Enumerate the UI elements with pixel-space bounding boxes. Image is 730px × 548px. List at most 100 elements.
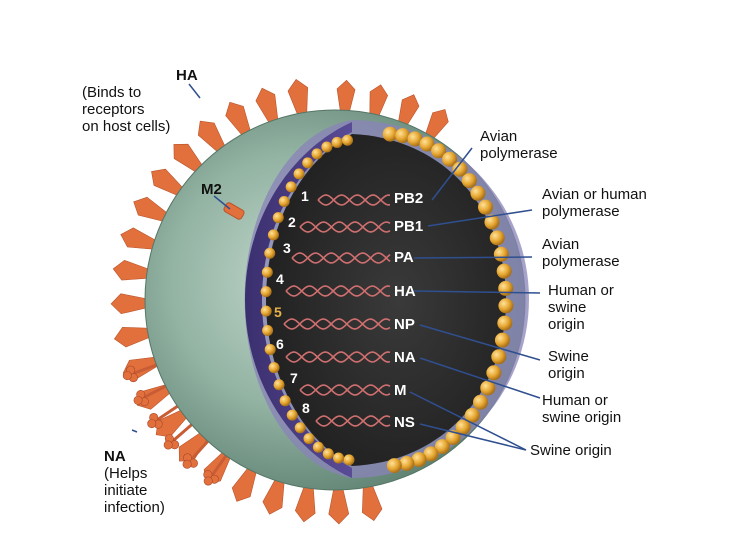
matrix-bead bbox=[260, 286, 272, 298]
matrix-bead bbox=[264, 247, 276, 259]
matrix-bead bbox=[491, 349, 507, 365]
matrix-bead bbox=[498, 298, 514, 314]
origin-line: Swine bbox=[548, 348, 589, 365]
matrix-bead bbox=[333, 452, 345, 464]
origin-line: Human or bbox=[548, 282, 614, 299]
segment-number: 1 bbox=[301, 188, 309, 204]
ha-spikes bbox=[110, 78, 449, 525]
segment-number: 2 bbox=[288, 214, 296, 230]
leader-lines bbox=[131, 83, 541, 451]
rna-strand bbox=[315, 415, 391, 427]
rna-strand bbox=[315, 415, 391, 427]
matrix-bead bbox=[493, 246, 509, 262]
rna-strand bbox=[291, 252, 391, 264]
na-description-line: initiate bbox=[104, 482, 148, 499]
m2-label: M2 bbox=[201, 181, 222, 198]
matrix-bead bbox=[399, 455, 415, 471]
na-spike-stem bbox=[189, 438, 211, 462]
origin-label: Avian polymerase bbox=[542, 236, 620, 270]
na-spike-head bbox=[163, 440, 173, 450]
na-spike-stem bbox=[141, 384, 169, 400]
matrix-bead bbox=[473, 394, 489, 410]
ha-label-title: HA bbox=[176, 67, 198, 84]
na-spike-head bbox=[203, 476, 213, 486]
segment-number: 6 bbox=[276, 336, 284, 352]
matrix-bead bbox=[484, 214, 500, 230]
matrix-bead bbox=[272, 212, 284, 224]
na-spike-stem bbox=[209, 453, 229, 478]
matrix-bead bbox=[343, 454, 355, 466]
segment-number: 8 bbox=[302, 400, 310, 416]
matrix-bead bbox=[497, 315, 513, 331]
m2-label-text: M2 bbox=[201, 181, 222, 198]
matrix-bead bbox=[303, 433, 315, 445]
rna-strand bbox=[317, 194, 391, 206]
matrix-bead bbox=[302, 157, 314, 169]
rna-strand bbox=[283, 318, 391, 330]
matrix-bead bbox=[461, 173, 477, 189]
na-spike-head bbox=[133, 395, 143, 405]
matrix-bead bbox=[434, 439, 450, 455]
matrix-bead bbox=[321, 141, 333, 153]
rna-strand bbox=[299, 221, 391, 233]
na-label: NA (Helps initiate infection) bbox=[104, 448, 165, 516]
rna-strand bbox=[299, 221, 391, 233]
na-description-line: (Helps bbox=[104, 465, 148, 482]
matrix-bead bbox=[407, 131, 423, 147]
origin-line: Human or bbox=[542, 392, 608, 409]
segment-gene: NP bbox=[394, 316, 415, 333]
matrix-bead bbox=[273, 379, 285, 391]
matrix-bead bbox=[278, 195, 290, 207]
rna-strand bbox=[285, 285, 391, 297]
rna-strand bbox=[283, 318, 391, 330]
na-description-line: infection) bbox=[104, 499, 165, 516]
ha-description-line: (Binds to bbox=[82, 84, 142, 101]
rna-segments bbox=[283, 194, 391, 427]
matrix-bead bbox=[279, 395, 291, 407]
ha-spike bbox=[110, 293, 150, 315]
origin-line: Avian bbox=[480, 128, 518, 145]
matrix-bead bbox=[311, 148, 323, 160]
ha-spike bbox=[336, 79, 356, 115]
matrix-bead bbox=[386, 458, 402, 474]
segment-number: 4 bbox=[276, 271, 284, 287]
rna-strand bbox=[291, 252, 391, 264]
rna-strand bbox=[317, 194, 391, 206]
matrix-bead bbox=[464, 407, 480, 423]
matrix-bead bbox=[498, 280, 514, 296]
matrix-bead bbox=[264, 343, 276, 355]
origin-line: polymerase bbox=[480, 145, 558, 162]
matrix-bead bbox=[489, 230, 505, 246]
matrix-bead bbox=[293, 168, 305, 180]
matrix-bead bbox=[261, 266, 273, 278]
segment-number: 3 bbox=[283, 240, 291, 256]
segment-gene: NA bbox=[394, 349, 416, 366]
matrix-bead bbox=[260, 305, 272, 317]
matrix-bead bbox=[395, 128, 411, 144]
matrix-bead bbox=[480, 380, 496, 396]
ha-description-line: on host cells) bbox=[82, 118, 171, 135]
matrix-bead bbox=[331, 136, 343, 148]
ha-description: (Binds to receptors on host cells) bbox=[82, 84, 170, 135]
na-spike-head bbox=[122, 371, 132, 381]
matrix-bead bbox=[262, 325, 274, 337]
matrix-bead bbox=[294, 422, 306, 434]
origin-label: Human or swine origin bbox=[542, 392, 621, 426]
matrix-bead bbox=[442, 151, 458, 167]
segment-gene: PA bbox=[394, 249, 414, 266]
rna-strand bbox=[285, 351, 391, 363]
segment-gene: M bbox=[394, 382, 407, 399]
origin-line: Swine origin bbox=[530, 442, 612, 459]
origin-line: swine origin bbox=[542, 409, 622, 426]
matrix-bead bbox=[452, 161, 468, 177]
rna-strand bbox=[285, 351, 391, 363]
matrix-bead bbox=[382, 126, 398, 142]
origin-label: Swine origin bbox=[548, 348, 589, 382]
viral-core bbox=[266, 134, 506, 466]
ha-spike bbox=[294, 483, 316, 523]
matrix-bead bbox=[267, 229, 279, 241]
rna-strand bbox=[299, 384, 391, 396]
rna-strand bbox=[285, 285, 391, 297]
segment-gene: PB2 bbox=[394, 190, 424, 207]
